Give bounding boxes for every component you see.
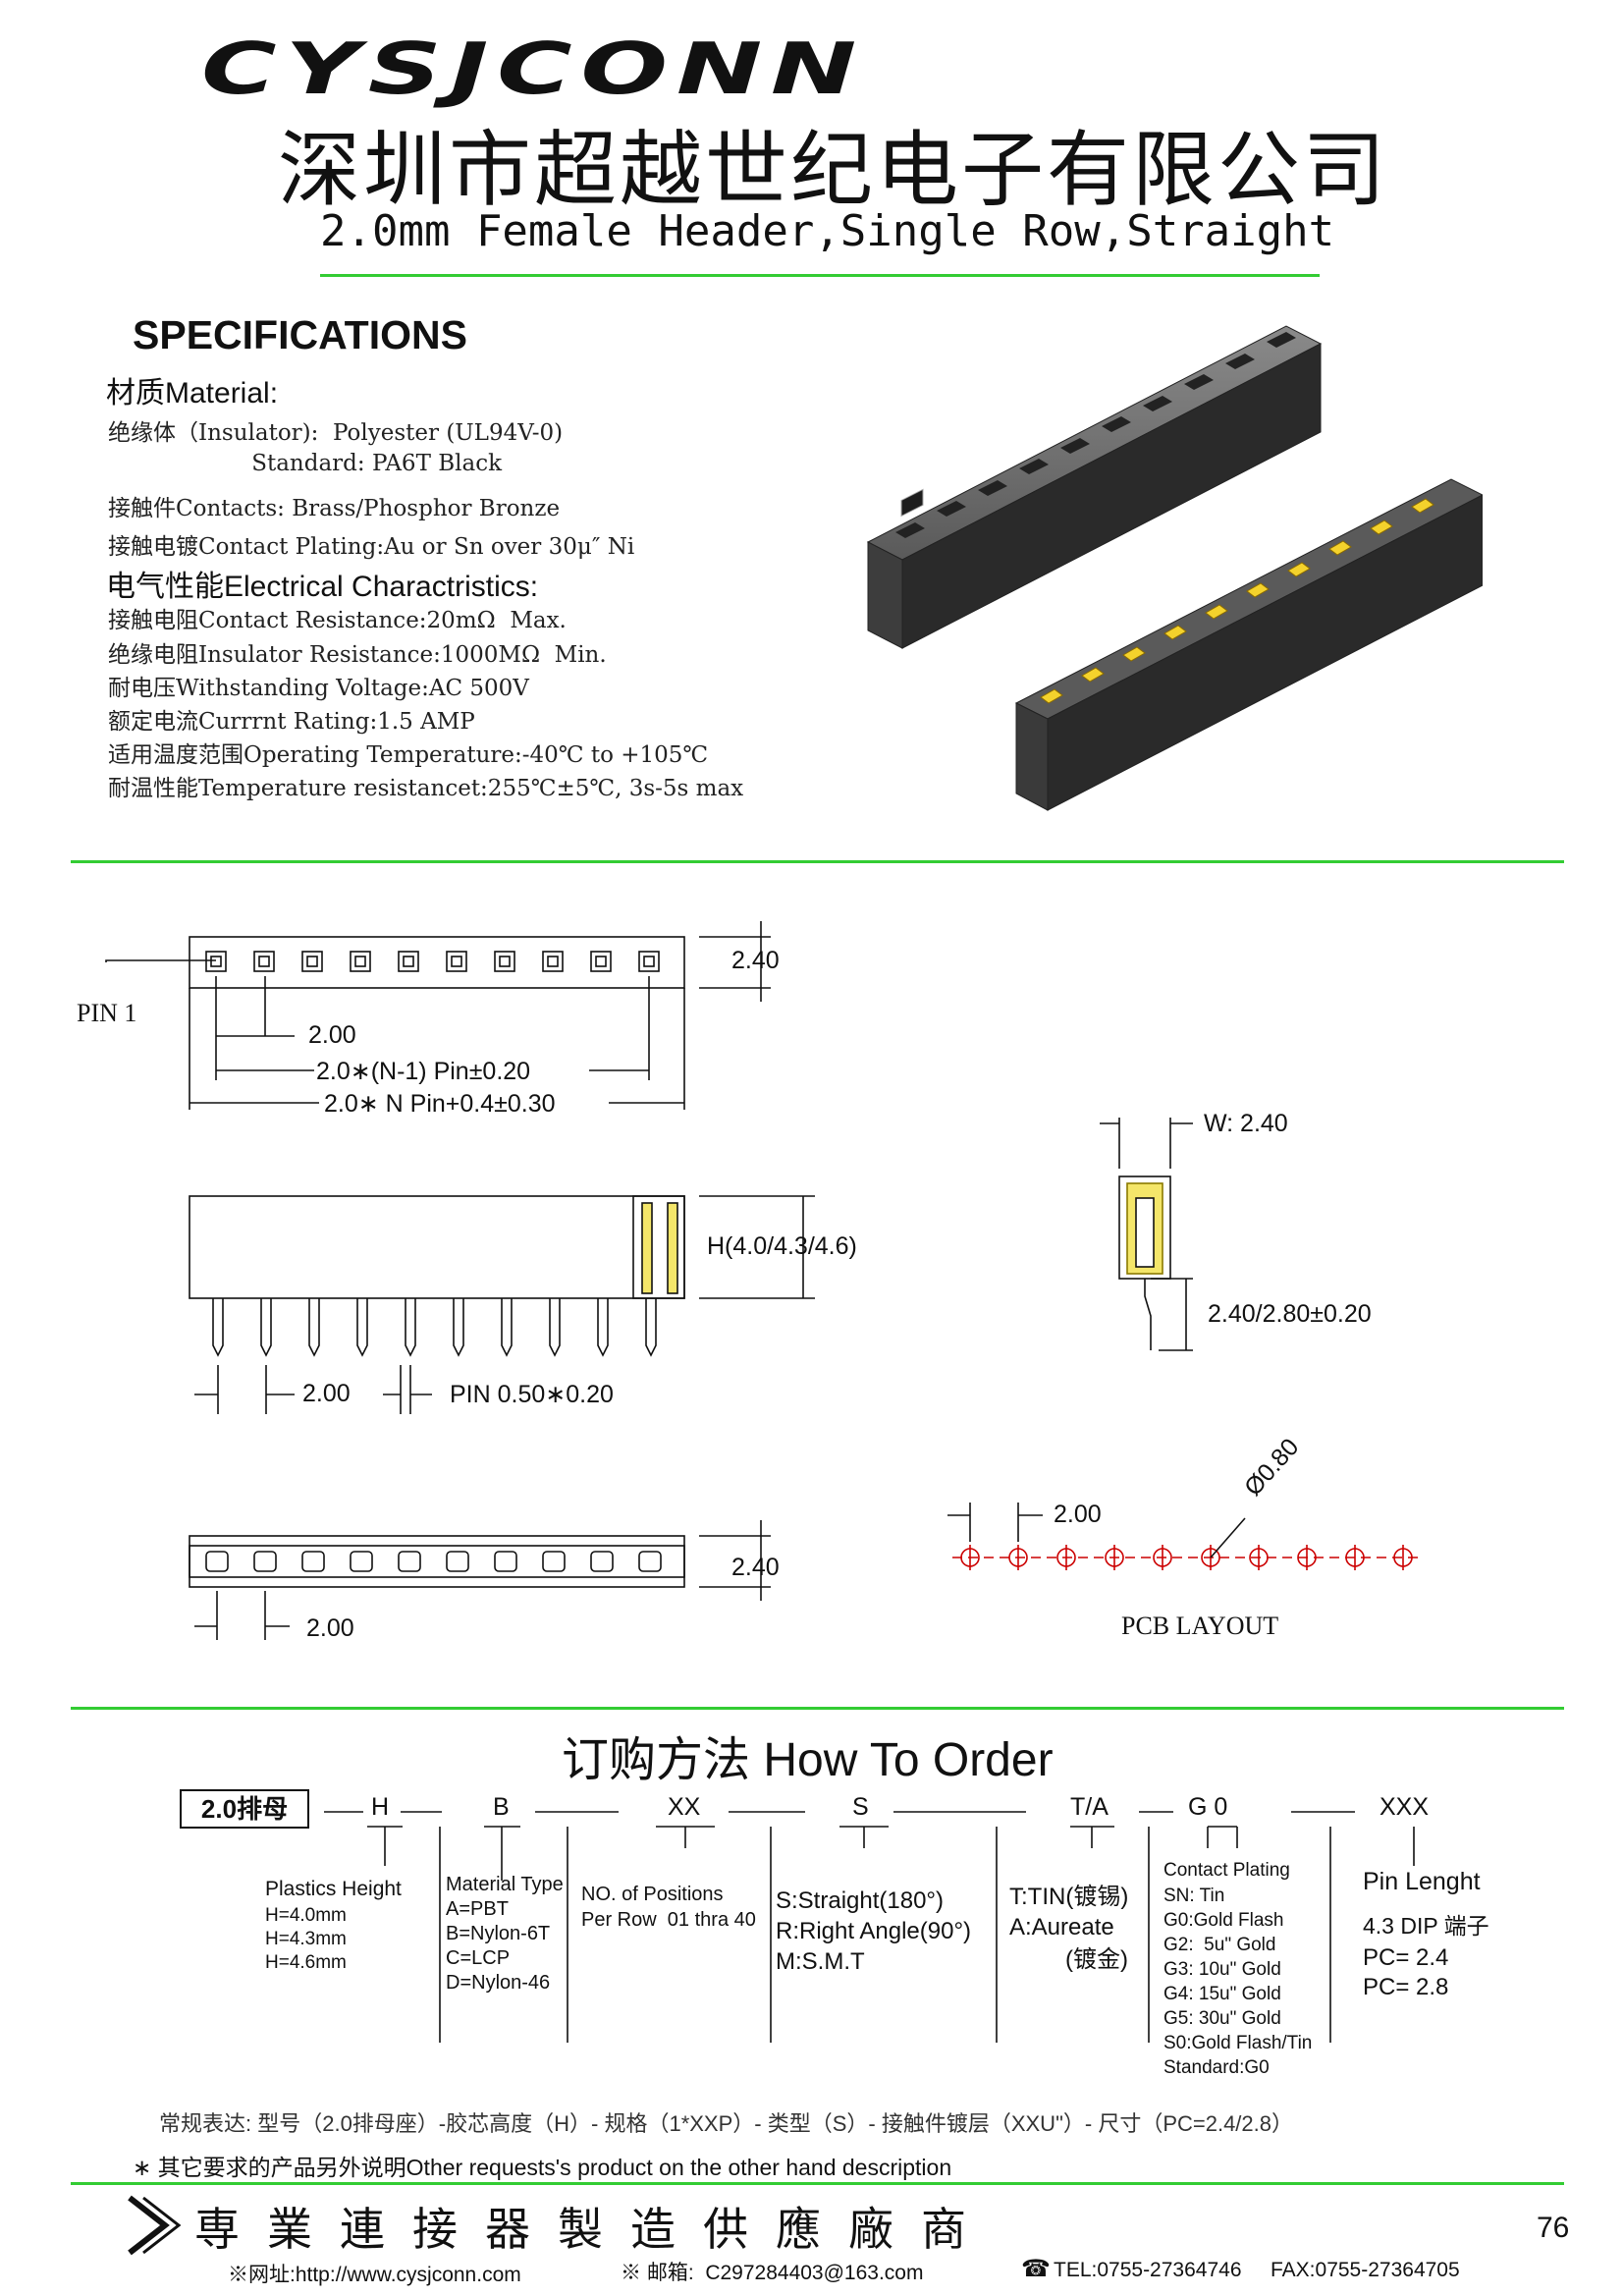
height-title: Plastics Height <box>265 1878 402 1900</box>
spec-line: 适用温度范围Operating Temperature:-40℃ to +105… <box>108 742 709 768</box>
material-heading: 材质Material: <box>106 377 279 410</box>
spec-line: 接触件Contacts: Brass/Phosphor Bronze <box>108 496 561 521</box>
plating-option: SN: Tin <box>1163 1886 1225 1906</box>
dim-bottom-pitch: 2.00 <box>306 1614 354 1642</box>
metal-option: T:TIN(镀锡) <box>1009 1884 1129 1910</box>
order-expression: 常规表达: 型号（2.0排母座）-胶芯高度（H）- 规格（1*XXP）- 类型（… <box>159 2111 1294 2136</box>
pin-length-option: 4.3 DIP 端子 <box>1363 1913 1489 1939</box>
metal-option: (镀金) <box>1065 1946 1128 1973</box>
order-seg-b: B <box>493 1793 510 1821</box>
pcb-holes <box>952 1545 1424 1570</box>
dim-total-length: 2.0∗ N Pin+0.4±0.30 <box>324 1090 556 1118</box>
dim-side-pitch: 2.00 <box>302 1380 351 1407</box>
dim-tail-length: 2.40/2.80±0.20 <box>1208 1300 1372 1328</box>
order-title: 订购方法 How To Order <box>562 1734 1054 1786</box>
top-view-contacts <box>205 951 660 972</box>
bottom-view-contacts <box>205 1551 662 1572</box>
type-option: R:Right Angle(90°) <box>776 1918 972 1944</box>
footer-fax: FAX:0755-27364705 <box>1271 2259 1460 2281</box>
metal-option: A:Aureate <box>1009 1914 1114 1941</box>
order-seg-s: S <box>852 1793 869 1821</box>
order-seg-xxx: XXX <box>1380 1793 1430 1821</box>
dim-height: H(4.0/4.3/4.6) <box>707 1232 857 1260</box>
order-seg-h: H <box>371 1793 390 1821</box>
pcb-layout-label: PCB LAYOUT <box>1121 1612 1279 1640</box>
section-divider <box>71 2182 1564 2185</box>
product-title: 2.0mm Female Header,Single Row,Straight <box>320 206 1335 256</box>
section-divider <box>71 860 1564 863</box>
company-name-cn: 深圳市超越世纪电子有限公司 <box>278 122 1389 218</box>
height-option: H=4.0mm <box>265 1905 347 1926</box>
material-type-option: D=Nylon-46 <box>446 1972 551 1994</box>
spec-line: 绝缘体（Insulator): Polyester (UL94V-0) <box>108 420 564 446</box>
technical-drawing <box>105 921 1424 1640</box>
spec-line: 接触电镀Contact Plating:Au or Sn over 30μ″ N… <box>108 534 635 560</box>
pin-length-title: Pin Lenght <box>1363 1868 1481 1895</box>
material-type-option: A=PBT <box>446 1898 509 1920</box>
plating-option: S0:Gold Flash/Tin <box>1163 2033 1313 2053</box>
footer-tel: TEL:0755-27364746 <box>1054 2259 1242 2281</box>
height-option: H=4.3mm <box>265 1929 347 1949</box>
type-option: S:Straight(180°) <box>776 1887 945 1914</box>
pin-length-option: PC= 2.8 <box>1363 1974 1449 2000</box>
positions-range: Per Row 01 thra 40 <box>581 1909 756 1931</box>
dim-row-length: 2.0∗(N-1) Pin±0.20 <box>316 1058 531 1085</box>
footer-email: ※ 邮箱: C297284403@163.com <box>621 2262 924 2284</box>
socket-holes <box>895 332 1296 538</box>
plating-option: G4: 15u" Gold <box>1163 1984 1281 2004</box>
pin1-label: PIN 1 <box>77 999 137 1027</box>
material-type-option: C=LCP <box>446 1947 511 1969</box>
footer-website: ※网址:http://www.cysjconn.com <box>228 2264 521 2286</box>
plating-title: Contact Plating <box>1163 1860 1290 1881</box>
side-view-pins <box>212 1298 657 1357</box>
page-number: 76 <box>1537 2212 1570 2244</box>
dim-bottom-height: 2.40 <box>731 1554 780 1581</box>
order-seg-xx: XX <box>668 1793 701 1821</box>
dim-width: W: 2.40 <box>1204 1110 1288 1137</box>
plating-option: Standard:G0 <box>1163 2057 1270 2078</box>
spec-line: 耐温性能Temperature resistancet:255℃±5℃, 3s-… <box>108 776 744 801</box>
dim-pcb-pitch: 2.00 <box>1054 1501 1102 1528</box>
plating-option: G2: 5u" Gold <box>1163 1935 1276 1955</box>
order-note: ∗ 其它要求的产品另外说明Other requests's product on… <box>133 2155 952 2180</box>
order-code-box: 2.0排母 <box>180 1789 309 1829</box>
spec-line: Standard: PA6T Black <box>108 451 503 476</box>
dim-pin-size: PIN 0.50∗0.20 <box>450 1381 614 1408</box>
order-seg-ta: T/A <box>1070 1793 1109 1821</box>
dim-pitch: 2.00 <box>308 1021 356 1049</box>
order-seg-g0: G 0 <box>1188 1793 1228 1821</box>
phone-icon: ☎ <box>1021 2255 1051 2282</box>
product-photo <box>866 325 1483 811</box>
material-type-option: B=Nylon-6T <box>446 1923 551 1944</box>
spec-line: 接触电阻Contact Resistance:20mΩ Max. <box>108 608 567 633</box>
dim-top-height: 2.40 <box>731 947 780 974</box>
plating-option: G3: 10u" Gold <box>1163 1959 1281 1980</box>
spec-line: 额定电流Currrnt Rating:1.5 AMP <box>108 709 475 735</box>
chevron-logo-icon <box>128 2195 182 2256</box>
footer-slogan: 専業連接器製造供應廠商 <box>194 2203 994 2256</box>
positions-title: NO. of Positions <box>581 1884 724 1905</box>
electrical-heading: 电气性能Electrical Charactristics: <box>106 571 539 603</box>
specifications-heading: SPECIFICATIONS <box>133 312 467 357</box>
plating-option: G5: 30u" Gold <box>1163 2008 1281 2029</box>
section-divider <box>71 1707 1564 1710</box>
company-logo: CYSJCONN <box>201 27 865 110</box>
material-type-title: Material Type <box>446 1874 564 1895</box>
order-code-lines <box>324 1811 1415 2043</box>
spec-line: 绝缘电阻Insulator Resistance:1000MΩ Min. <box>108 642 607 668</box>
pin-length-option: PC= 2.4 <box>1363 1944 1449 1971</box>
plating-option: G0:Gold Flash <box>1163 1910 1284 1931</box>
spec-line: 耐电压Withstanding Voltage:AC 500V <box>108 676 529 701</box>
type-option: M:S.M.T <box>776 1948 865 1975</box>
title-underline <box>320 274 1320 277</box>
height-option: H=4.6mm <box>265 1952 347 1973</box>
